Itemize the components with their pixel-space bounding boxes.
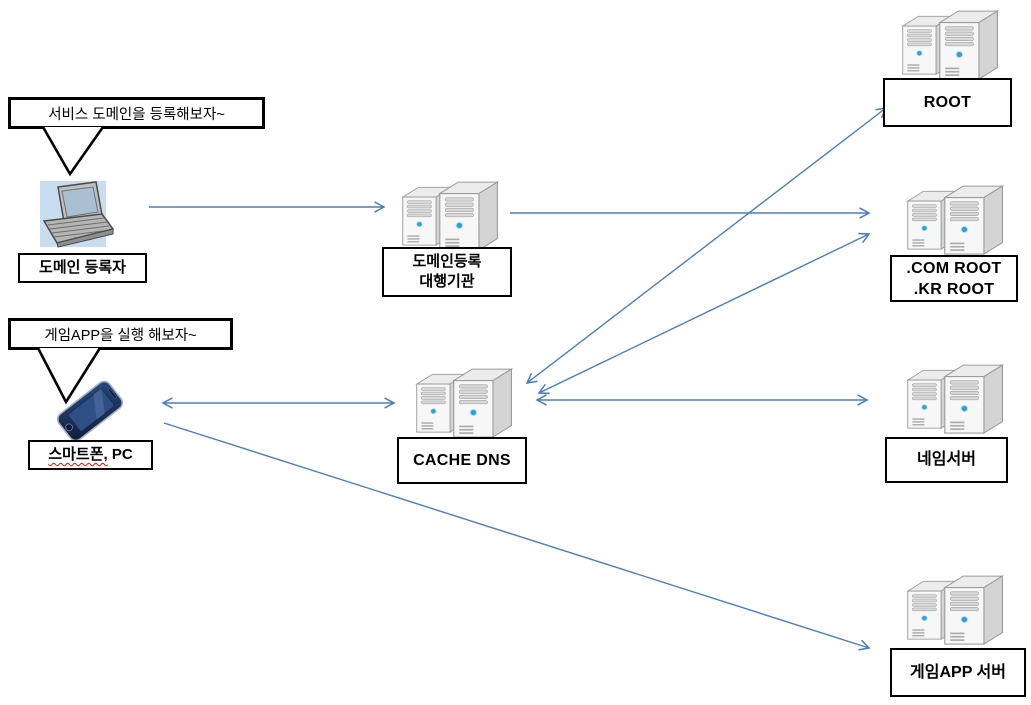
- game-app-server-icon: [903, 574, 1007, 646]
- root-server-icon: [898, 9, 1002, 81]
- arrow-cache-dns-com-kr-root: [537, 232, 871, 395]
- smartphone-icon: [56, 380, 124, 442]
- name-server-label: 네임서버: [885, 437, 1008, 483]
- cache-dns-label: CACHE DNS: [397, 437, 527, 484]
- smartphone-pc-text-underlined: 스마트폰,: [48, 446, 108, 463]
- name-server-icon: [903, 363, 1007, 435]
- registrar-agency-server-icon: [398, 180, 502, 252]
- cache-dns-text: CACHE DNS: [413, 451, 511, 469]
- com-kr-root-server-icon: [903, 184, 1007, 256]
- com-kr-root-label: .COM ROOT .KR ROOT: [890, 255, 1018, 302]
- laptop-icon: [40, 181, 115, 248]
- run-app-speech-bubble: 게임APP을 실행 해보자~: [8, 318, 233, 350]
- root-text: ROOT: [923, 93, 972, 111]
- domain-registrant-text: 도메인 등록자: [39, 259, 126, 276]
- com-kr-root-text-line1: .COM ROOT: [906, 259, 1002, 277]
- com-kr-root-text-line2: .KR ROOT: [913, 280, 995, 298]
- game-app-server-label: 게임APP 서버: [890, 648, 1026, 697]
- name-server-text: 네임서버: [917, 451, 976, 468]
- registrar-agency-text-line2: 대행기관: [419, 273, 475, 290]
- run-app-speech-text: 게임APP을 실행 해보자~: [44, 327, 197, 344]
- cache-dns-server-icon: [412, 367, 516, 439]
- register-speech-tail: [41, 126, 105, 177]
- register-speech-text: 서비스 도메인을 등록해보자~: [48, 106, 225, 123]
- registrar-agency-label: 도메인등록 대행기관: [382, 247, 512, 297]
- run-app-speech-tail: [36, 347, 102, 405]
- arrow-smartphone-to-game-app-server: [163, 422, 871, 651]
- registrar-agency-text-line1: 도메인등록: [412, 253, 482, 270]
- root-label: ROOT: [883, 78, 1012, 127]
- smartphone-pc-label: 스마트폰, PC: [28, 440, 153, 470]
- domain-registrant-label: 도메인 등록자: [18, 253, 147, 283]
- game-app-server-text: 게임APP 서버: [910, 663, 1006, 681]
- arrow-cache-dns-root: [525, 107, 888, 384]
- smartphone-pc-text-rest: PC: [107, 446, 133, 463]
- register-speech-bubble: 서비스 도메인을 등록해보자~: [8, 97, 265, 129]
